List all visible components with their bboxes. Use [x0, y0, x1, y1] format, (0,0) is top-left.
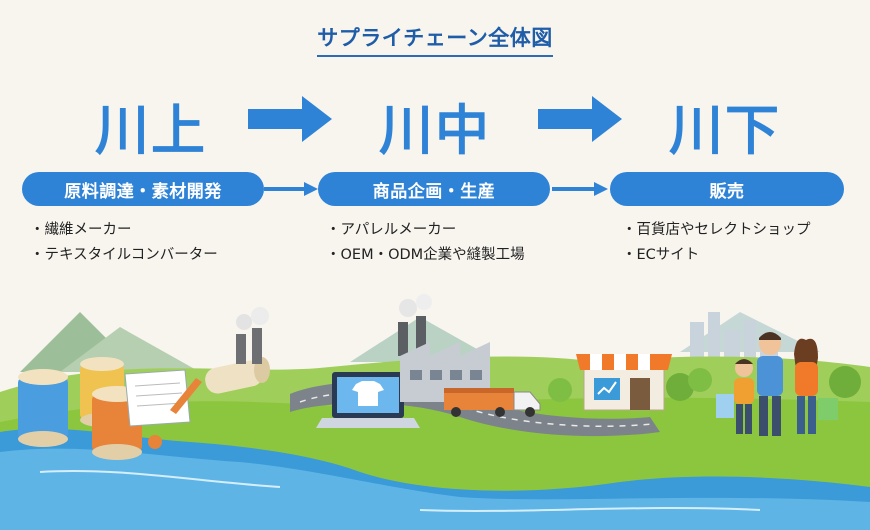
stage-pill-downstream-label: 販売 [709, 181, 745, 202]
diagram-title: サプライチェーン全体図 [317, 22, 553, 57]
laptop-icon [316, 372, 420, 428]
stage-items-upstream: 繊維メーカー テキスタイルコンバーター [30, 218, 218, 268]
list-item: OEM・ODM企業や縫製工場 [326, 243, 525, 268]
notebook-icon [124, 369, 202, 427]
yarn-ball-icon [148, 435, 162, 449]
diagram-title-wrap: サプライチェーン全体図 [0, 22, 870, 57]
list-item: 百貨店やセレクトショップ [622, 218, 811, 243]
stage-heading-midstream: 川中 [379, 99, 491, 162]
stage-items-midstream: アパレルメーカー OEM・ODM企業や縫製工場 [326, 218, 525, 268]
stage-pill-midstream-label: 商品企画・生産 [372, 181, 496, 202]
stage-items-downstream: 百貨店やセレクトショップ ECサイト [622, 218, 811, 268]
factory-icon [398, 294, 490, 402]
supply-chain-illustration [0, 282, 870, 530]
arrow-right-icon [248, 96, 332, 142]
stage-pill-upstream: 原料調達・素材開発 [22, 172, 264, 206]
list-item: アパレルメーカー [326, 218, 525, 243]
stage-heading-upstream: 川上 [95, 99, 207, 162]
shop-icon [576, 354, 672, 411]
list-item: ECサイト [622, 243, 811, 268]
stage-pill-midstream: 商品企画・生産 [318, 172, 550, 206]
stage-pill-upstream-label: 原料調達・素材開発 [64, 181, 222, 202]
arrow-right-icon [264, 182, 318, 196]
tree-icon [548, 366, 861, 402]
chimney-icon [236, 307, 269, 364]
truck-icon [444, 388, 541, 417]
arrow-right-icon [552, 182, 608, 196]
list-item: テキスタイルコンバーター [30, 243, 218, 268]
arrow-right-icon [538, 96, 622, 142]
family-shoppers-icon [716, 332, 838, 436]
stage-heading-downstream: 川下 [669, 99, 781, 162]
stage-pill-downstream: 販売 [610, 172, 844, 206]
list-item: 繊維メーカー [30, 218, 218, 243]
